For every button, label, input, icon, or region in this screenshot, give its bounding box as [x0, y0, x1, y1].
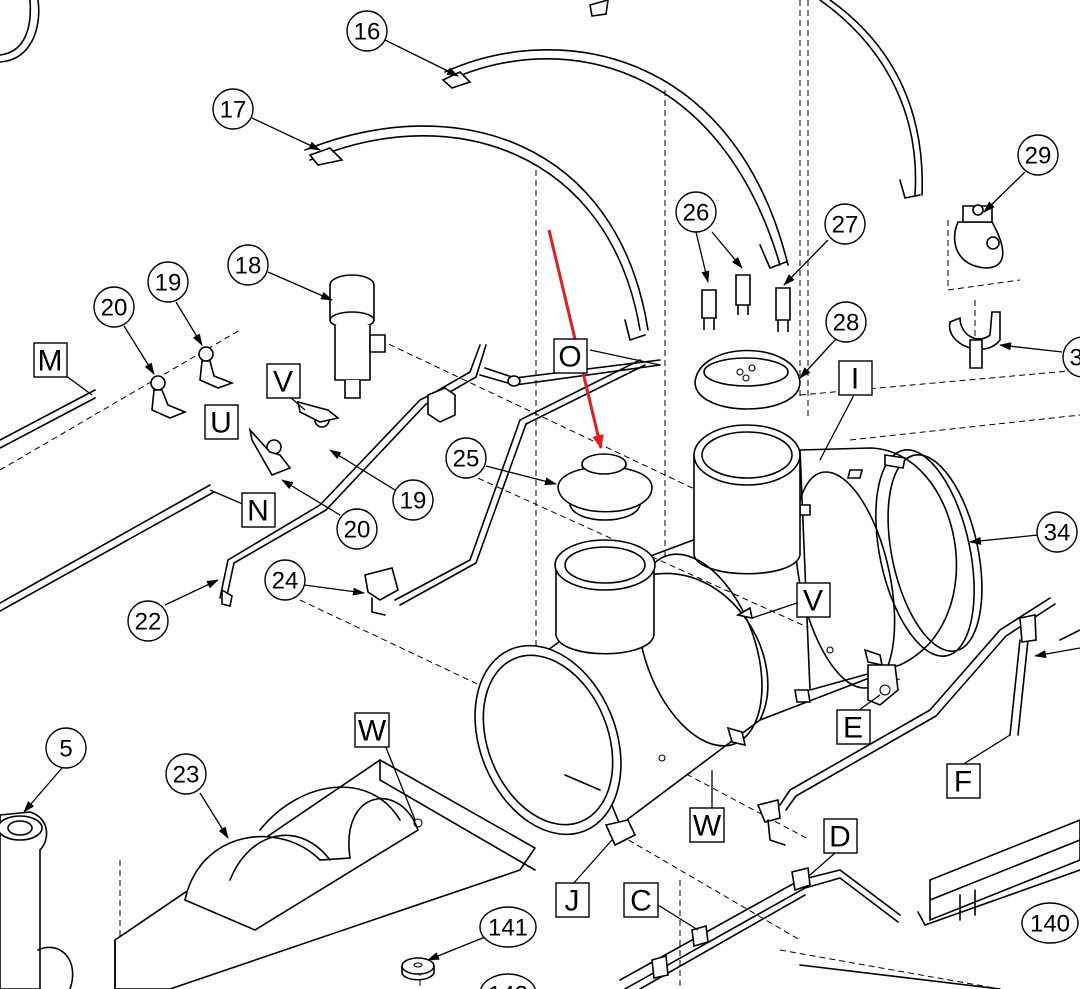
svg-text:23: 23: [173, 762, 200, 789]
callout-29: 29: [1017, 134, 1059, 176]
label-U: U: [204, 404, 239, 440]
svg-text:140: 140: [1030, 911, 1070, 938]
callouts: 16 17 18 19 20 19 20 22 23 24 25 26 27 2…: [45, 10, 1080, 989]
callout-18: 18: [227, 244, 269, 286]
svg-text:O: O: [558, 341, 581, 374]
label-E: E: [836, 709, 871, 745]
label-M: M: [33, 342, 68, 378]
letter-labels: M O V U N I V E W W F D J C: [33, 338, 981, 918]
label-D: D: [823, 818, 858, 854]
callout-28: 28: [825, 301, 867, 343]
svg-text:W: W: [358, 715, 387, 748]
label-V: V: [266, 363, 301, 399]
svg-text:28: 28: [833, 310, 860, 337]
svg-text:18: 18: [235, 253, 262, 280]
callout-23: 23: [165, 753, 207, 795]
label-F: F: [946, 763, 981, 799]
svg-text:C: C: [630, 885, 652, 918]
callout-16: 16: [346, 10, 388, 52]
callout-142: 142: [480, 973, 536, 989]
svg-text:27: 27: [832, 212, 859, 239]
callout-20: 20: [93, 286, 135, 328]
callout-25: 25: [445, 437, 487, 479]
svg-text:25: 25: [453, 446, 480, 473]
label-W2: W: [689, 807, 725, 843]
svg-text:5: 5: [59, 736, 72, 763]
svg-text:22: 22: [135, 609, 162, 636]
callout-20b: 20: [336, 508, 378, 550]
label-N: N: [241, 492, 276, 528]
callout-17: 17: [212, 88, 254, 130]
svg-text:N: N: [247, 495, 269, 528]
label-C: C: [623, 882, 659, 918]
callout-19: 19: [147, 261, 189, 303]
leader-lines: [23, 39, 1080, 961]
svg-text:W: W: [693, 810, 722, 843]
svg-text:20: 20: [344, 517, 371, 544]
label-V2: V: [796, 582, 831, 618]
label-O: O: [553, 338, 588, 374]
svg-text:U: U: [210, 407, 232, 440]
callout-27: 27: [824, 203, 866, 245]
svg-text:F: F: [954, 766, 972, 799]
label-W: W: [354, 712, 390, 748]
svg-text:20: 20: [101, 295, 128, 322]
callout-19b: 19: [392, 479, 434, 521]
svg-text:D: D: [829, 821, 851, 854]
callout-140: 140: [1021, 902, 1079, 944]
svg-text:34: 34: [1044, 520, 1071, 547]
svg-text:26: 26: [683, 200, 710, 227]
svg-text:J: J: [565, 885, 580, 918]
svg-text:16: 16: [354, 19, 381, 46]
callout-5: 5: [45, 727, 87, 769]
svg-text:30: 30: [1070, 345, 1080, 372]
label-I: I: [838, 360, 873, 396]
svg-text:I: I: [851, 363, 859, 396]
svg-text:19: 19: [400, 488, 427, 515]
svg-text:141: 141: [488, 915, 528, 942]
svg-text:V: V: [803, 585, 823, 618]
svg-text:V: V: [273, 366, 293, 399]
callout-22: 22: [127, 600, 169, 642]
callout-141: 141: [479, 906, 537, 948]
label-J: J: [555, 882, 590, 918]
svg-text:19: 19: [155, 270, 182, 297]
callout-34: 34: [1036, 511, 1078, 553]
svg-text:E: E: [843, 712, 863, 745]
svg-text:29: 29: [1025, 143, 1052, 170]
callout-30: 30: [1062, 336, 1080, 378]
svg-text:24: 24: [272, 568, 299, 595]
svg-text:17: 17: [220, 97, 247, 124]
callout-26: 26: [675, 191, 717, 233]
svg-text:142: 142: [488, 982, 528, 989]
callout-24: 24: [264, 559, 306, 601]
svg-text:M: M: [38, 345, 63, 378]
